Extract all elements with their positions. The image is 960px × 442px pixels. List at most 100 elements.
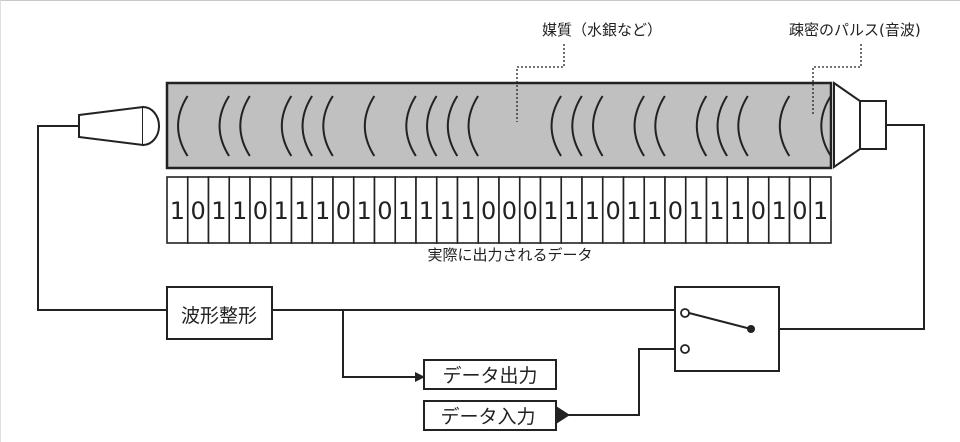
wave-arc: [446, 95, 459, 157]
bit-value: 1: [398, 197, 413, 225]
wave-arc: [778, 95, 791, 157]
bit-cell: 1: [352, 176, 376, 244]
bit-cell: 1: [705, 176, 729, 244]
bit-cell: 1: [581, 176, 604, 244]
wave-arc: [467, 95, 479, 157]
medium-tube: [165, 81, 833, 170]
bit-value: 0: [751, 197, 766, 225]
bit-value: 1: [419, 197, 434, 225]
data-input-label: データ入力: [440, 406, 535, 428]
wave-arc: [695, 95, 708, 157]
bit-value: 0: [481, 197, 496, 225]
bit-value: 1: [771, 197, 786, 225]
bit-value: 1: [564, 197, 579, 225]
bit-value: 1: [585, 197, 600, 225]
switch-pivot: [747, 325, 755, 333]
wave-arc: [239, 95, 251, 157]
wave-arc: [426, 95, 438, 157]
bit-value: 0: [377, 197, 392, 225]
bit-value: 1: [294, 197, 309, 225]
bit-value: 1: [688, 197, 703, 225]
wave-arc: [218, 95, 230, 157]
bit-cell: 1: [269, 176, 293, 244]
wave-arc: [654, 95, 666, 157]
wave-arc: [716, 95, 728, 157]
bit-value: 0: [190, 197, 205, 225]
bit-value: 1: [273, 197, 288, 225]
wave-arc: [177, 95, 189, 157]
bit-value: 0: [502, 197, 517, 225]
wire-mic-to-shaper: [37, 125, 167, 311]
bit-cell: 1: [290, 176, 314, 244]
data-input-block: データ入力: [423, 400, 570, 431]
bit-value: 0: [522, 197, 537, 225]
switch-terminal-lower: [680, 344, 690, 354]
bit-value: 1: [813, 197, 828, 225]
data-output-label: データ出力: [442, 365, 537, 387]
wave-arc: [592, 95, 604, 157]
wave-arc: [322, 95, 334, 157]
bit-cell: 1: [311, 176, 334, 244]
microphone-receiver-icon: [78, 105, 160, 147]
bit-value: 0: [336, 197, 351, 225]
bit-cell: 1: [435, 176, 459, 244]
wave-arc: [301, 95, 313, 157]
bit-value: 0: [253, 197, 268, 225]
wave-arc: [280, 95, 293, 157]
bit-value: 1: [356, 197, 371, 225]
data-input-arrow-icon: [556, 406, 570, 424]
pulse-label: 疎密のパルス(音波): [789, 21, 921, 39]
bit-cell: 0: [498, 176, 521, 244]
bit-value: 1: [626, 197, 641, 225]
bit-cell: 0: [788, 176, 812, 244]
bit-cell: 1: [415, 176, 438, 244]
selector-switch[interactable]: [674, 286, 780, 372]
bit-cell: 1: [207, 176, 231, 244]
bit-value: 1: [211, 197, 226, 225]
bit-value: 1: [543, 197, 558, 225]
bit-cell: 1: [684, 176, 708, 244]
bit-value: 1: [232, 197, 247, 225]
bit-value: 1: [439, 197, 454, 225]
wire-tap-to-output: [342, 310, 425, 382]
bit-value: 1: [709, 197, 724, 225]
wave-arc: [405, 95, 417, 157]
bit-value: 1: [170, 197, 185, 225]
wave-arc: [737, 95, 749, 157]
medium-leader-line: [516, 44, 565, 122]
bit-cell: 1: [726, 176, 749, 244]
bit-cell: 1: [643, 176, 666, 244]
waveform-shaping-block: 波形整形: [166, 286, 273, 340]
bit-cell: 0: [373, 176, 397, 244]
medium-label: 媒質（水銀など）: [542, 21, 662, 39]
bit-cell: 1: [456, 176, 480, 244]
wave-arc: [550, 95, 562, 157]
bit-value: 1: [647, 197, 662, 225]
wave-arc: [571, 95, 583, 157]
bit-value: 0: [605, 197, 620, 225]
bit-cell: 1: [539, 176, 563, 244]
bit-value: 0: [668, 197, 683, 225]
bit-value: 0: [792, 197, 807, 225]
wave-arc: [820, 95, 832, 157]
bit-cell: 0: [747, 176, 770, 244]
wave-arc: [633, 95, 645, 157]
wiring: [37, 124, 925, 416]
wire-input-to-switch: [560, 348, 675, 416]
wave-arc: [363, 95, 376, 157]
bit-cell-box: [809, 176, 832, 244]
bit-cell: 0: [601, 176, 625, 244]
bit-cell: 0: [518, 176, 542, 244]
bit-cell: 0: [332, 176, 355, 244]
speaker-transmitter-icon: [833, 81, 887, 169]
waveform-shaping-label: 波形整形: [181, 305, 257, 327]
actual-data-label: 実際に出力されるデータ: [427, 246, 592, 264]
bit-cell: 1: [228, 176, 251, 244]
bit-cell: 1: [394, 176, 417, 244]
data-output-block: データ出力: [423, 359, 557, 390]
bit-cell: 1: [767, 176, 791, 244]
bit-cell: 0: [186, 176, 210, 244]
